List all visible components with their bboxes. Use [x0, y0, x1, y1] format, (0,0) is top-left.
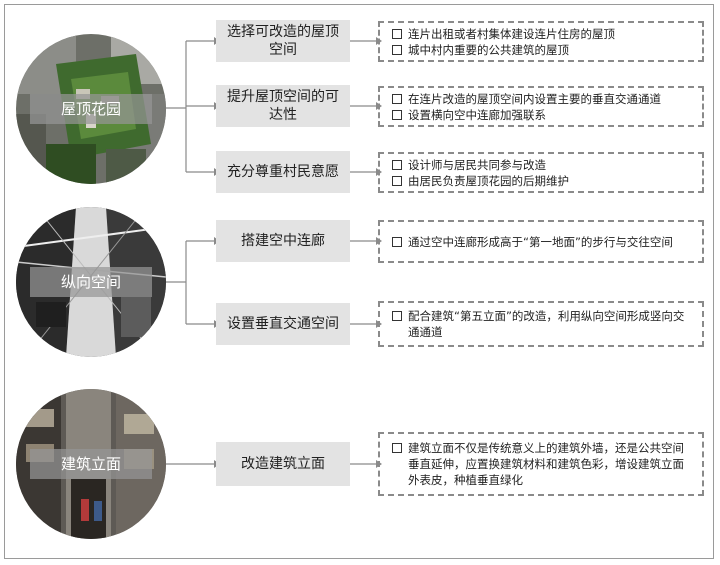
description-box: 在连片改造的屋顶空间内设置主要的垂直交通通道 设置横向空中连廊加强联系: [378, 86, 704, 127]
checkbox-icon: [392, 28, 402, 39]
description-text: 由居民负责屋顶花园的后期维护: [408, 173, 569, 188]
description-item: 建筑立面不仅是传统意义上的建筑外墙，还是公共空间垂直延伸，应置换建筑材料和建筑色…: [392, 440, 694, 488]
description-item: 连片出租或者村集体建设连片住房的屋顶: [392, 26, 694, 42]
description-box: 通过空中连廊形成高于“第一地面”的步行与交往空间: [378, 220, 704, 263]
description-box: 连片出租或者村集体建设连片住房的屋顶 城中村内重要的公共建筑的屋顶: [378, 21, 704, 62]
strategy-box: 设置垂直交通空间: [216, 303, 350, 345]
strategy-label: 充分尊重村民意愿: [227, 164, 339, 180]
description-item: 通过空中连廊形成高于“第一地面”的步行与交往空间: [392, 234, 694, 250]
diagram-frame: [4, 4, 714, 559]
description-item: 设置横向空中连廊加强联系: [392, 107, 694, 123]
vertical-space-photo: 纵向空间: [16, 207, 166, 357]
rooftop-garden-image: [16, 34, 166, 184]
description-text: 设置横向空中连廊加强联系: [408, 107, 546, 122]
strategy-box: 选择可改造的屋顶空间: [216, 20, 350, 62]
description-box: 建筑立面不仅是传统意义上的建筑外墙，还是公共空间垂直延伸，应置换建筑材料和建筑色…: [378, 432, 704, 496]
description-text: 配合建筑“第五立面”的改造，利用纵向空间形成竖向交通通道: [408, 309, 685, 339]
strategy-box: 改造建筑立面: [216, 442, 350, 486]
description-item: 由居民负责屋顶花园的后期维护: [392, 173, 694, 189]
strategy-label: 改造建筑立面: [241, 456, 325, 472]
description-text: 设计师与居民共同参与改造: [408, 157, 546, 172]
strategy-box: 充分尊重村民意愿: [216, 151, 350, 193]
description-item: 在连片改造的屋顶空间内设置主要的垂直交通通道: [392, 91, 694, 107]
checkbox-icon: [392, 443, 402, 453]
description-item: 城中村内重要的公共建筑的屋顶: [392, 42, 694, 58]
facade-photo: 建筑立面: [16, 389, 166, 539]
strategy-label: 选择可改造的屋顶空间: [227, 24, 339, 58]
description-item: 配合建筑“第五立面”的改造，利用纵向空间形成竖向交通通道: [392, 308, 694, 340]
checkbox-icon: [392, 311, 402, 321]
description-text: 连片出租或者村集体建设连片住房的屋顶: [408, 26, 615, 41]
group-label: 纵向空间: [30, 267, 152, 297]
description-text: 通过空中连廊形成高于“第一地面”的步行与交往空间: [408, 234, 673, 249]
rooftop-garden-photo: 屋顶花园: [16, 34, 166, 184]
description-item: 设计师与居民共同参与改造: [392, 157, 694, 173]
group-label: 建筑立面: [30, 449, 152, 479]
checkbox-icon: [392, 175, 402, 186]
description-box: 设计师与居民共同参与改造 由居民负责屋顶花园的后期维护: [378, 152, 704, 193]
checkbox-icon: [392, 109, 402, 120]
group-label: 屋顶花园: [30, 94, 152, 124]
checkbox-icon: [392, 159, 402, 170]
checkbox-icon: [392, 44, 402, 55]
checkbox-icon: [392, 236, 402, 247]
description-text: 城中村内重要的公共建筑的屋顶: [408, 42, 569, 57]
strategy-label: 搭建空中连廊: [241, 233, 325, 249]
description-text: 建筑立面不仅是传统意义上的建筑外墙，还是公共空间垂直延伸，应置换建筑材料和建筑色…: [408, 441, 684, 487]
strategy-label: 提升屋顶空间的可达性: [227, 89, 339, 123]
description-box: 配合建筑“第五立面”的改造，利用纵向空间形成竖向交通通道: [378, 301, 704, 347]
checkbox-icon: [392, 93, 402, 104]
strategy-label: 设置垂直交通空间: [227, 316, 339, 332]
strategy-box: 搭建空中连廊: [216, 220, 350, 262]
strategy-box: 提升屋顶空间的可达性: [216, 85, 350, 127]
description-text: 在连片改造的屋顶空间内设置主要的垂直交通通道: [408, 91, 661, 106]
